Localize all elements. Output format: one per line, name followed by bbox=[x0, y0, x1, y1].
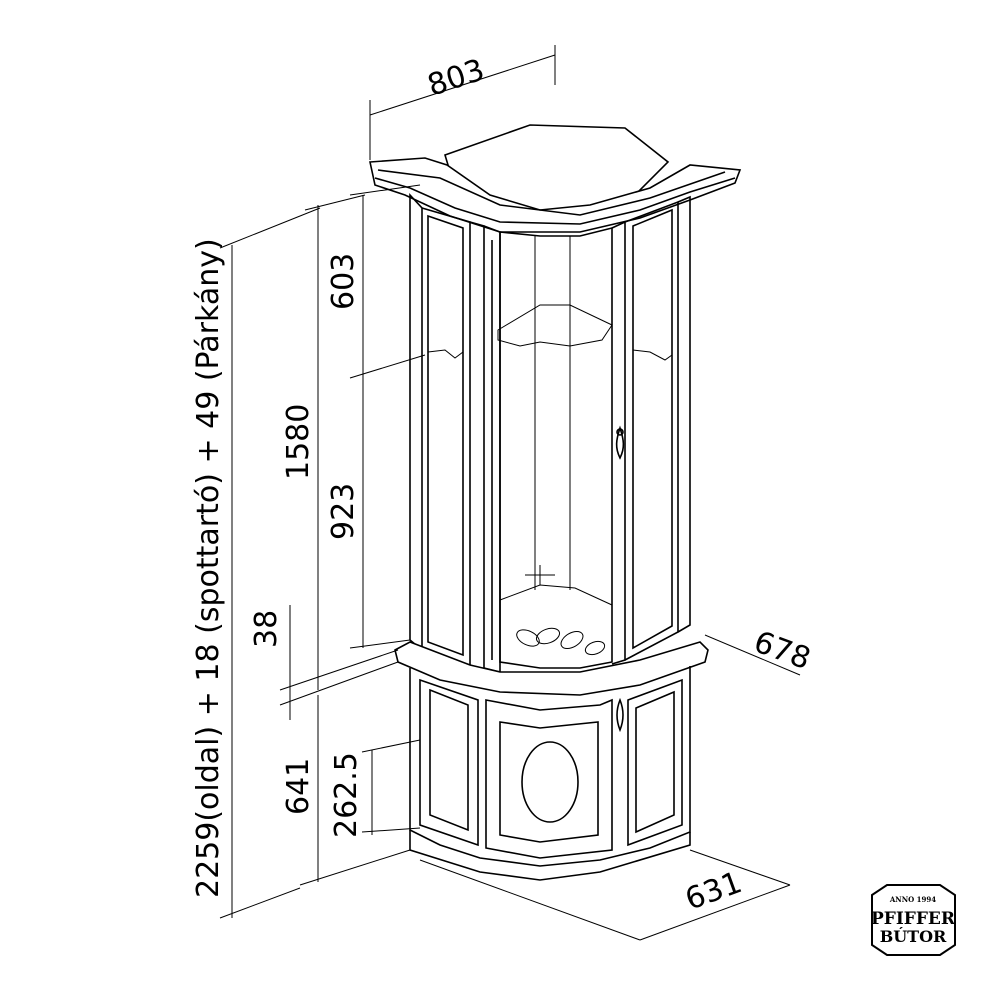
dim-height-door-inset: 262.5 bbox=[329, 752, 364, 838]
corner-cabinet bbox=[369, 124, 742, 881]
dim-height-glass: 1580 bbox=[281, 404, 316, 480]
dim-bottom-width: 631 bbox=[681, 865, 747, 917]
dim-height-upper: 603 bbox=[326, 253, 361, 310]
pfiffer-butor-logo: ANNO 1994 PFIFFER BÚTOR bbox=[871, 884, 956, 956]
dim-height-mid: 923 bbox=[326, 483, 361, 540]
logo-line2: BÚTOR bbox=[880, 926, 947, 946]
dim-depth: 678 bbox=[749, 625, 815, 677]
dim-total-height: 2259(oldal) + 18 (spottartó) + 49 (Párká… bbox=[191, 238, 226, 898]
dim-height-base: 641 bbox=[281, 758, 316, 815]
logo-anno: ANNO 1994 bbox=[889, 895, 936, 904]
dim-height-ledge: 38 bbox=[249, 610, 284, 648]
logo-line1: PFIFFER bbox=[871, 909, 956, 929]
dimension-lines bbox=[219, 45, 801, 941]
dim-top-width: 803 bbox=[423, 53, 488, 104]
